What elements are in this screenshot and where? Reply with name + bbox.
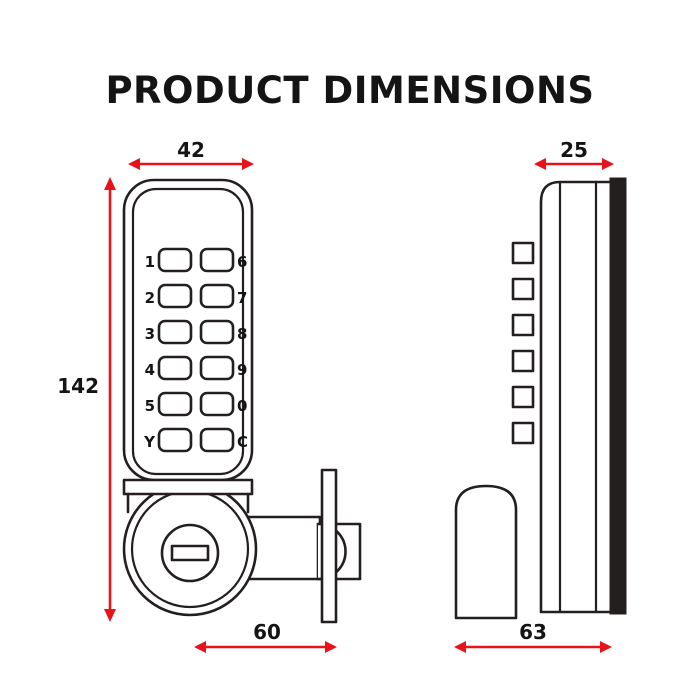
dimension-label-25: 25 [560, 138, 588, 162]
side-keypad-button[interactable] [511, 385, 535, 409]
arrow-left-icon [534, 158, 546, 170]
arrow-right-icon [600, 641, 612, 653]
keypad-button-left[interactable] [157, 247, 193, 273]
keypad-label-left: 1 [145, 253, 155, 271]
keypad-button-left[interactable] [157, 391, 193, 417]
keypad-body-inner [131, 187, 245, 476]
dimension-depth-bottom: 60 [194, 620, 337, 653]
keypad-button-left[interactable] [157, 283, 193, 309]
keypad-group: 1 6 2 7 3 8 [143, 247, 248, 453]
keypad-label-left: 2 [145, 289, 155, 307]
arrow-down-icon [104, 609, 116, 622]
keypad-label-right: 8 [237, 325, 247, 343]
strike-plate [320, 468, 338, 624]
arrow-left-icon [454, 641, 466, 653]
keypad-label-right: 7 [237, 289, 247, 307]
keypad-button-right[interactable] [199, 391, 235, 417]
keypad-label-right: C [237, 433, 248, 451]
side-keypad-button[interactable] [511, 241, 535, 265]
keypad-button-left[interactable] [157, 319, 193, 345]
side-keypad-buttons [511, 241, 535, 445]
keypad-button-right[interactable] [199, 247, 235, 273]
side-keypad-button[interactable] [511, 421, 535, 445]
keypad-label-left: 3 [145, 325, 155, 343]
dimension-width-side: 25 [534, 138, 614, 170]
keypad-label-right: 0 [237, 397, 247, 415]
mounting-plate-sides [126, 492, 250, 514]
knob-assembly [122, 481, 258, 617]
dimension-label-63: 63 [519, 620, 547, 644]
keypad-label-right: 6 [237, 253, 247, 271]
side-knob-profile [454, 484, 518, 620]
arrow-right-icon [242, 158, 254, 170]
keypad-row: 3 8 [145, 319, 247, 345]
keypad-button-right[interactable] [199, 319, 235, 345]
side-view-group [454, 177, 627, 620]
door-back-plate [609, 177, 627, 615]
keypad-button-right[interactable] [199, 427, 235, 453]
arrow-right-icon [325, 641, 337, 653]
keypad-button-left[interactable] [157, 355, 193, 381]
keypad-button-left[interactable] [157, 427, 193, 453]
dimension-depth-side: 63 [454, 620, 612, 653]
page-title: PRODUCT DIMENSIONS [105, 69, 594, 112]
arrow-left-icon [128, 158, 140, 170]
keypad-row: 5 0 [145, 391, 247, 417]
keypad-row: Y C [143, 427, 248, 453]
keypad-row: 4 9 [145, 355, 247, 381]
arrow-up-icon [104, 177, 116, 190]
keypad-button-right[interactable] [199, 355, 235, 381]
mounting-plate [122, 478, 254, 514]
side-keypad-button[interactable] [511, 313, 535, 337]
keypad-label-left: 5 [145, 397, 155, 415]
side-keypad-button[interactable] [511, 277, 535, 301]
front-view-group: 1 6 2 7 3 8 [122, 178, 362, 624]
dimension-height-left: 142 [57, 177, 116, 622]
dimension-width-top: 42 [128, 138, 254, 170]
keypad-label-left: 4 [145, 361, 155, 379]
arrow-left-icon [194, 641, 206, 653]
dimension-label-42: 42 [177, 138, 205, 162]
side-body-profile [539, 180, 620, 614]
keypad-row: 2 7 [145, 283, 247, 309]
dimension-label-142: 142 [57, 374, 99, 398]
mounting-plate-upper [122, 478, 254, 496]
keypad-label-right: 9 [237, 361, 247, 379]
keyhole-slot [170, 544, 210, 562]
dimension-label-60: 60 [253, 620, 281, 644]
arrow-right-icon [602, 158, 614, 170]
side-keypad-button[interactable] [511, 349, 535, 373]
keypad-label-left: Y [143, 433, 156, 451]
keypad-button-right[interactable] [199, 283, 235, 309]
keypad-row: 1 6 [145, 247, 247, 273]
